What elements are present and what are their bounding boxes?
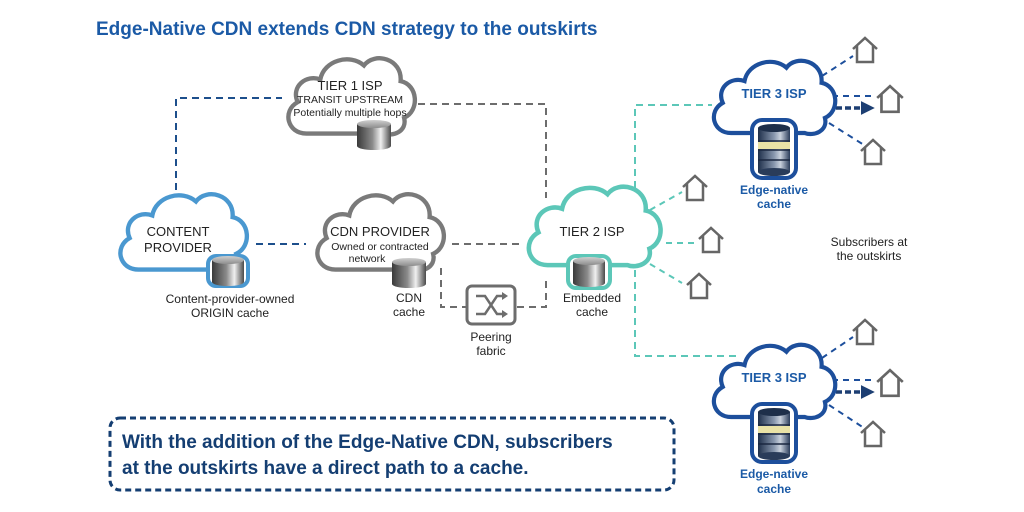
edge-cache-top-caption-line1: Edge-native: [740, 183, 808, 197]
house-icon: [859, 138, 887, 166]
house-icon: [875, 84, 905, 114]
peering-caption-line2: fabric: [476, 344, 505, 358]
tier1-line1: TRANSIT UPSTREAM: [297, 94, 403, 106]
callout-box: With the addition of the Edge-Native CDN…: [108, 416, 676, 492]
link-tier3-top-house-3: [828, 122, 865, 146]
tier1-isp-node: TIER 1 ISP TRANSIT UPSTREAM Potentially …: [288, 58, 414, 150]
house-icon: [875, 368, 905, 398]
tier3-isp-top-node: TIER 3 ISP Edge-native cache: [714, 61, 835, 211]
callout-line1: With the addition of the Edge-Native CDN…: [122, 432, 613, 453]
link-tier3-bottom-house-1: [821, 336, 854, 359]
peering-caption-line1: Peering: [470, 330, 511, 344]
house-icon: [697, 226, 725, 254]
tier3-bottom-name: TIER 3 ISP: [741, 370, 806, 385]
link-tier2-to-tier3-bottom: [634, 270, 736, 357]
tier1-name: TIER 1 ISP: [317, 78, 382, 93]
link-cdn-to-peering: [440, 268, 466, 308]
edge-native-cache-icon: [758, 408, 790, 460]
diagram-title: Edge-Native CDN extends CDN strategy to …: [96, 19, 598, 40]
embedded-cache-caption-line1: Embedded: [563, 291, 621, 305]
cdn-cache-icon: [392, 258, 426, 288]
edge-cache-bottom-caption-line2: cache: [757, 482, 791, 496]
embedded-cache-caption-line2: cache: [576, 305, 608, 319]
cdn-provider-line1: Owned or contracted: [331, 241, 429, 253]
edge-cache-top-caption-line2: cache: [757, 197, 791, 211]
tier1-line2: Potentially multiple hops: [293, 107, 406, 119]
cdn-provider-line2: network: [349, 253, 387, 265]
cdn-provider-name: CDN PROVIDER: [330, 224, 430, 239]
embedded-cache-icon: [573, 257, 605, 287]
origin-cache-icon: [212, 256, 244, 286]
callout-line2: at the outskirts have a direct path to a…: [122, 458, 529, 479]
content-provider-name-line1: CONTENT: [147, 224, 210, 239]
house-icon: [681, 174, 709, 202]
subscribers-label-line1: Subscribers at: [831, 235, 908, 249]
house-icon: [851, 318, 879, 346]
subscribers-label-line2: the outskirts: [837, 249, 902, 263]
cdn-provider-node: CDN PROVIDER Owned or contracted network…: [317, 194, 443, 319]
cdn-cache-caption-line2: cache: [393, 305, 425, 319]
edge-native-cache-icon: [758, 124, 790, 176]
origin-cache-caption-line2: ORIGIN cache: [191, 306, 269, 320]
tier2-isp-node: TIER 2 ISP Embedded cache: [529, 187, 661, 319]
tier2-name: TIER 2 ISP: [559, 224, 624, 239]
house-icon: [851, 36, 879, 64]
house-icon: [859, 420, 887, 448]
cdn-cache-caption-line1: CDN: [396, 291, 422, 305]
content-provider-name-line2: PROVIDER: [144, 240, 212, 255]
link-tier2-house-1: [649, 191, 683, 211]
house-icon: [685, 272, 713, 300]
link-content-to-tier1: [175, 97, 282, 190]
origin-cache-caption-line1: Content-provider-owned: [166, 292, 295, 306]
link-tier3-top-house-1: [821, 55, 854, 77]
edge-cache-bottom-caption-line1: Edge-native: [740, 467, 808, 481]
link-tier2-to-tier3-top: [634, 104, 712, 200]
tier3-top-name: TIER 3 ISP: [741, 86, 806, 101]
link-tier3-bottom-house-3: [828, 404, 865, 429]
content-provider-node: CONTENT PROVIDER Content-provider-owned …: [120, 194, 294, 320]
tier3-isp-bottom-node: TIER 3 ISP Edge-native cache: [714, 345, 835, 496]
link-tier2-house-3: [649, 263, 683, 284]
link-peering-to-tier2: [517, 276, 547, 308]
link-tier1-to-tier2: [418, 103, 547, 198]
peering-fabric-node: Peering fabric: [465, 284, 517, 358]
tier1-cache-icon: [357, 120, 391, 150]
